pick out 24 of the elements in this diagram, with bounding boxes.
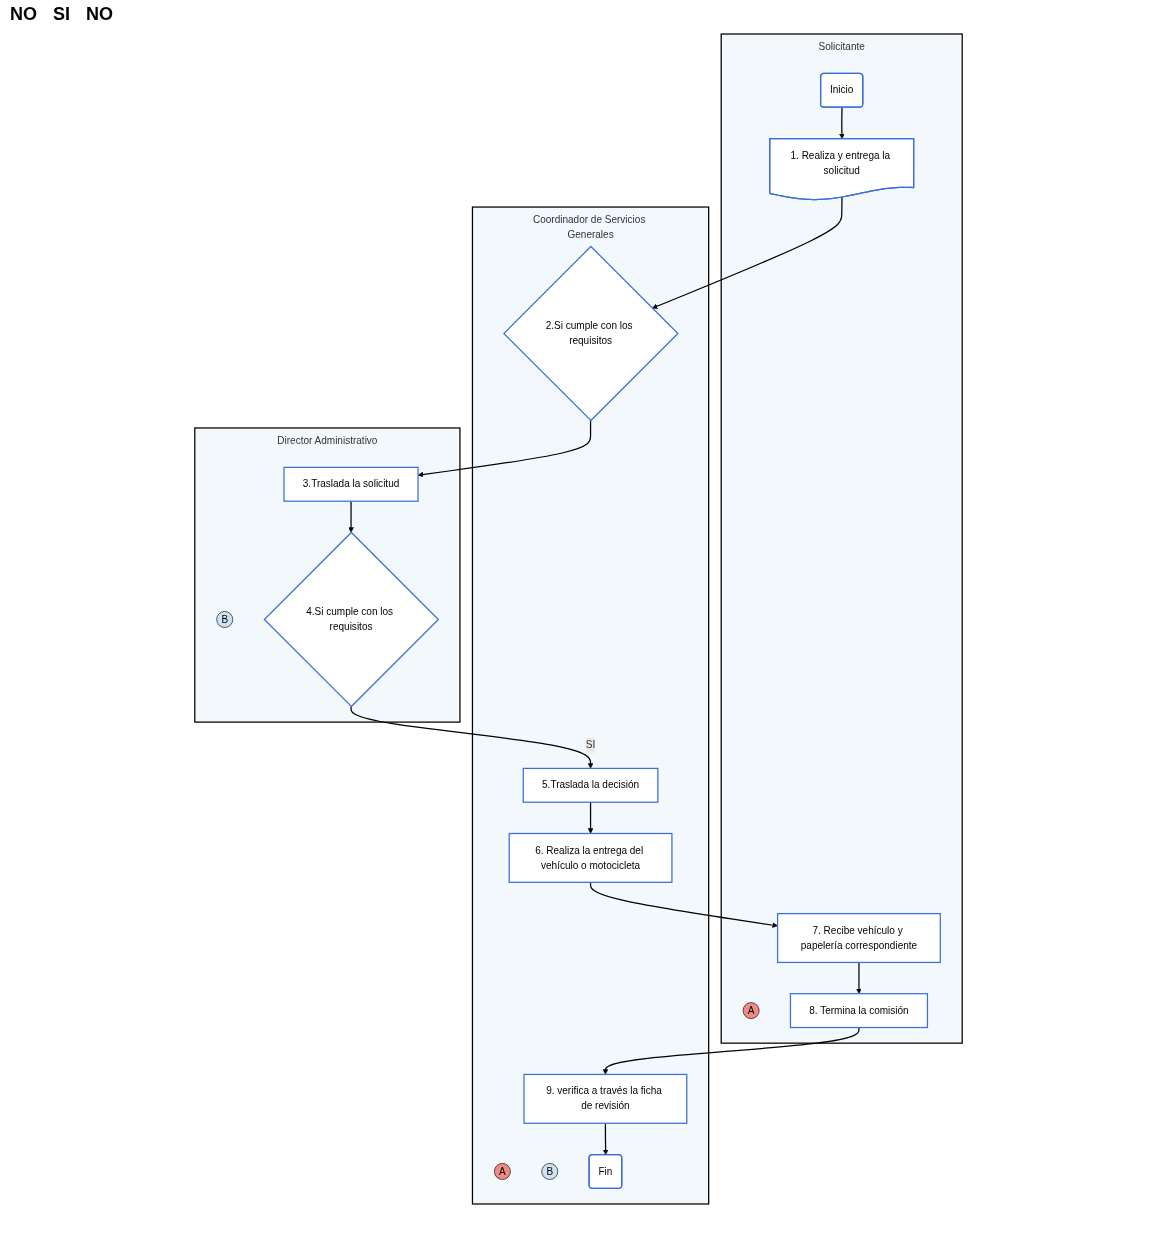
node-circle: A: [742, 1002, 760, 1019]
node-box: 6. Realiza la entrega del vehículo o motocicleta: [508, 832, 673, 883]
node-diamond: 2.Si cumple con los requisitos: [503, 245, 679, 422]
branch-label: SI: [53, 4, 70, 25]
arrow: [602, 1122, 609, 1156]
node-box: 8. Termina la comisión: [789, 993, 929, 1029]
node-circle: B: [216, 611, 234, 628]
node-diamond: 4.Si cumple con los requisitos: [263, 531, 440, 708]
edge-label: SI: [585, 739, 596, 751]
branch-label: NO: [86, 4, 113, 25]
node-box: 9. verifica a través la ficha de revisión: [523, 1073, 688, 1124]
arrow: [350, 705, 594, 769]
arrow: [587, 801, 594, 834]
arrow: [602, 1026, 860, 1075]
arrow: [856, 961, 862, 994]
node-circle: A: [494, 1163, 511, 1180]
node-circle: B: [541, 1163, 559, 1180]
node-box: 5.Traslada la decisión: [522, 767, 659, 803]
arrow: [348, 500, 354, 533]
node-box: 3.Traslada la solicitud: [283, 466, 419, 502]
branch-label: NO: [10, 4, 37, 25]
node-box: 7. Recibe vehículo y papelería correspondiente: [776, 913, 941, 964]
arrow: [652, 196, 843, 309]
arrow: [589, 881, 778, 928]
